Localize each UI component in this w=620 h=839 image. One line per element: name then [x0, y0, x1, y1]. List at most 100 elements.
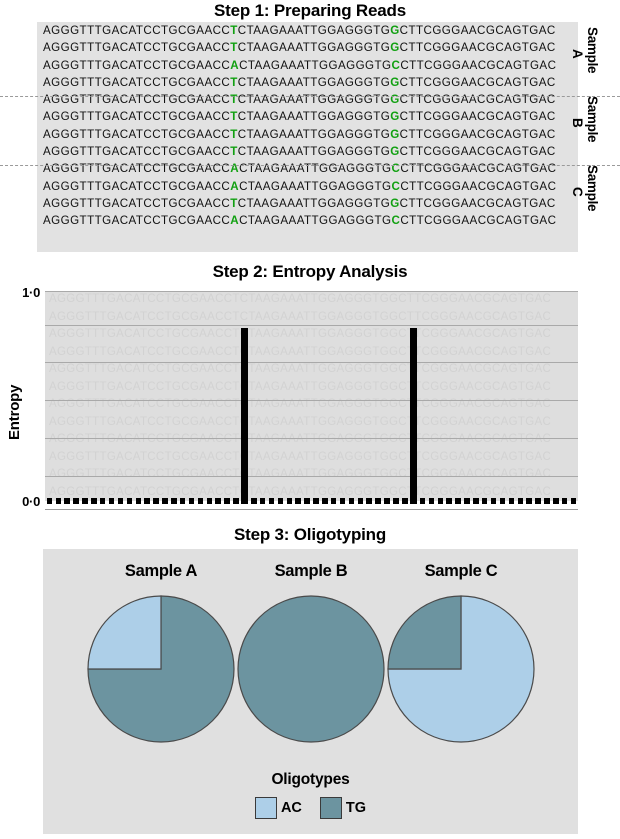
- read-suffix: CTTCGGGAACGCAGTGAC: [399, 93, 556, 107]
- variable-base-2: G: [390, 196, 400, 210]
- entropy-bar: [82, 497, 88, 504]
- entropy-bar: [64, 497, 70, 504]
- entropy-baseline: [45, 509, 578, 510]
- entropy-bar: [153, 497, 159, 504]
- sample-group-separator: [0, 96, 620, 98]
- variable-base-1: T: [230, 41, 238, 55]
- ghost-sequence-row: AGGGTTTGACATCCTGCGAACCTCTAAGAAATTGGAGGGT…: [49, 415, 552, 428]
- entropy-bar: [330, 497, 337, 504]
- variable-base-1: A: [230, 179, 240, 193]
- ghost-sequence-row: AGGGTTTGACATCCTGCGAACCTCTAAGAAATTGGAGGGT…: [49, 485, 552, 498]
- entropy-gridline-top: [45, 291, 578, 292]
- entropy-gridline: [45, 438, 578, 439]
- entropy-bar-high: [410, 327, 418, 504]
- step3-title: Step 3: Oligotyping: [233, 525, 387, 544]
- entropy-bar: [544, 497, 550, 504]
- read-suffix: CTTCGGGAACGCAGTGAC: [399, 127, 556, 141]
- sample-word: Sample: [585, 96, 600, 143]
- read-middle: CTAAGAAATTGGAGGGTG: [237, 145, 391, 159]
- pie-chart-sample-c: [387, 595, 535, 743]
- entropy-bar: [561, 497, 568, 504]
- entropy-bar: [286, 497, 293, 504]
- pie-slice-tg: [237, 595, 385, 743]
- entropy-bar: [481, 497, 488, 504]
- entropy-bar: [233, 497, 239, 504]
- entropy-bar: [91, 497, 97, 504]
- variable-base-1: T: [230, 127, 238, 141]
- entropy-bar: [224, 497, 230, 504]
- pie-chart-sample-b: [237, 595, 385, 743]
- read-prefix: AGGGTTTGACATCCTGCGAACC: [43, 127, 231, 141]
- read-prefix: AGGGTTTGACATCCTGCGAACC: [43, 24, 231, 37]
- entropy-bar: [126, 497, 133, 504]
- pie-title-sample-c: Sample C: [424, 562, 498, 580]
- reads-alignment-box: AGGGTTTGACATCCTGCGAACCTCTAAGAAATTGGAGGGT…: [37, 22, 578, 252]
- read-middle: CTAAGAAATTGGAGGGTG: [237, 41, 391, 55]
- sample-letter-c: C: [570, 187, 585, 197]
- read-row: AGGGTTTGACATCCTGCGAACCACTAAGAAATTGGAGGGT…: [37, 57, 578, 74]
- entropy-bar-high: [241, 327, 249, 504]
- entropy-bar: [402, 497, 408, 504]
- ghost-sequence-row: AGGGTTTGACATCCTGCGAACCTCTAAGAAATTGGAGGGT…: [49, 433, 552, 445]
- read-prefix: AGGGTTTGACATCCTGCGAACC: [43, 145, 231, 159]
- read-middle: CTAAGAAATTGGAGGGTG: [237, 93, 391, 107]
- ghost-sequence-row: AGGGTTTGACATCCTGCGAACCTCTAAGAAATTGGAGGGT…: [49, 380, 552, 393]
- entropy-bar: [570, 497, 577, 504]
- entropy-bar: [366, 497, 372, 504]
- entropy-bar: [322, 497, 328, 504]
- entropy-plot-area: AGGGTTTGACATCCTGCGAACCTCTAAGAAATTGGAGGGT…: [45, 291, 578, 501]
- read-middle: CTAAGAAATTGGAGGGTG: [237, 24, 391, 37]
- read-row: AGGGTTTGACATCCTGCGAACCACTAAGAAATTGGAGGGT…: [37, 160, 578, 177]
- entropy-bar: [108, 497, 115, 504]
- read-middle: CTAAGAAATTGGAGGGTG: [239, 58, 392, 72]
- entropy-bar: [251, 497, 257, 504]
- variable-base-1: T: [230, 93, 238, 107]
- legend-label-ac: AC: [280, 800, 302, 816]
- read-prefix: AGGGTTTGACATCCTGCGAACC: [43, 162, 231, 176]
- read-suffix: CTTCGGGAACGCAGTGAC: [399, 110, 556, 124]
- entropy-bar: [508, 497, 515, 504]
- read-middle: CTAAGAAATTGGAGGGTG: [239, 162, 392, 176]
- variable-base-2: C: [391, 179, 401, 193]
- read-middle: CTAAGAAATTGGAGGGTG: [237, 110, 391, 124]
- read-prefix: AGGGTTTGACATCCTGCGAACC: [43, 93, 231, 107]
- read-prefix: AGGGTTTGACATCCTGCGAACC: [43, 110, 231, 124]
- entropy-gridline: [45, 400, 578, 402]
- sample-letter-a: A: [570, 49, 585, 59]
- read-row: AGGGTTTGACATCCTGCGAACCTCTAAGAAATTGGAGGGT…: [37, 91, 578, 108]
- entropy-bar: [464, 497, 470, 504]
- read-row: AGGGTTTGACATCCTGCGAACCTCTAAGAAATTGGAGGGT…: [37, 74, 578, 91]
- read-middle: CTAAGAAATTGGAGGGTG: [239, 179, 392, 193]
- read-prefix: AGGGTTTGACATCCTGCGAACC: [43, 214, 231, 228]
- entropy-bar: [179, 497, 186, 504]
- entropy-axis-label: Entropy: [6, 384, 23, 440]
- pie-slice-ac: [387, 595, 535, 743]
- variable-base-2: G: [390, 24, 400, 37]
- ghost-sequence-row: AGGGTTTGACATCCTGCGAACCTCTAAGAAATTGGAGGGT…: [49, 293, 552, 305]
- step2-panel: Step 2: Entropy Analysis Entropy AGGGTTT…: [0, 258, 620, 520]
- read-suffix: CTTCGGGAACGCAGTGAC: [399, 75, 556, 89]
- variable-base-1: T: [230, 196, 238, 210]
- entropy-bar: [295, 497, 301, 504]
- entropy-bar: [171, 497, 177, 504]
- entropy-bar: [517, 497, 523, 504]
- sample-letter-b: B: [570, 118, 585, 128]
- entropy-bar: [99, 497, 106, 504]
- ghost-sequence-row: AGGGTTTGACATCCTGCGAACCTCTAAGAAATTGGAGGGT…: [49, 310, 552, 323]
- entropy-bar: [384, 497, 390, 504]
- entropy-bar: [197, 497, 204, 504]
- sample-group-label-a: Sample: [585, 27, 600, 73]
- variable-base-2: C: [391, 58, 401, 72]
- entropy-bar: [357, 497, 364, 504]
- entropy-bar: [313, 497, 319, 504]
- pie-slice-tg: [87, 595, 235, 743]
- entropy-bar: [526, 497, 532, 504]
- read-prefix: AGGGTTTGACATCCTGCGAACC: [43, 196, 231, 210]
- variable-base-2: G: [390, 145, 400, 159]
- variable-base-2: C: [391, 214, 401, 228]
- variable-base-2: G: [390, 93, 400, 107]
- entropy-bar: [446, 497, 452, 504]
- entropy-bar: [135, 497, 142, 504]
- entropy-bar: [428, 497, 435, 504]
